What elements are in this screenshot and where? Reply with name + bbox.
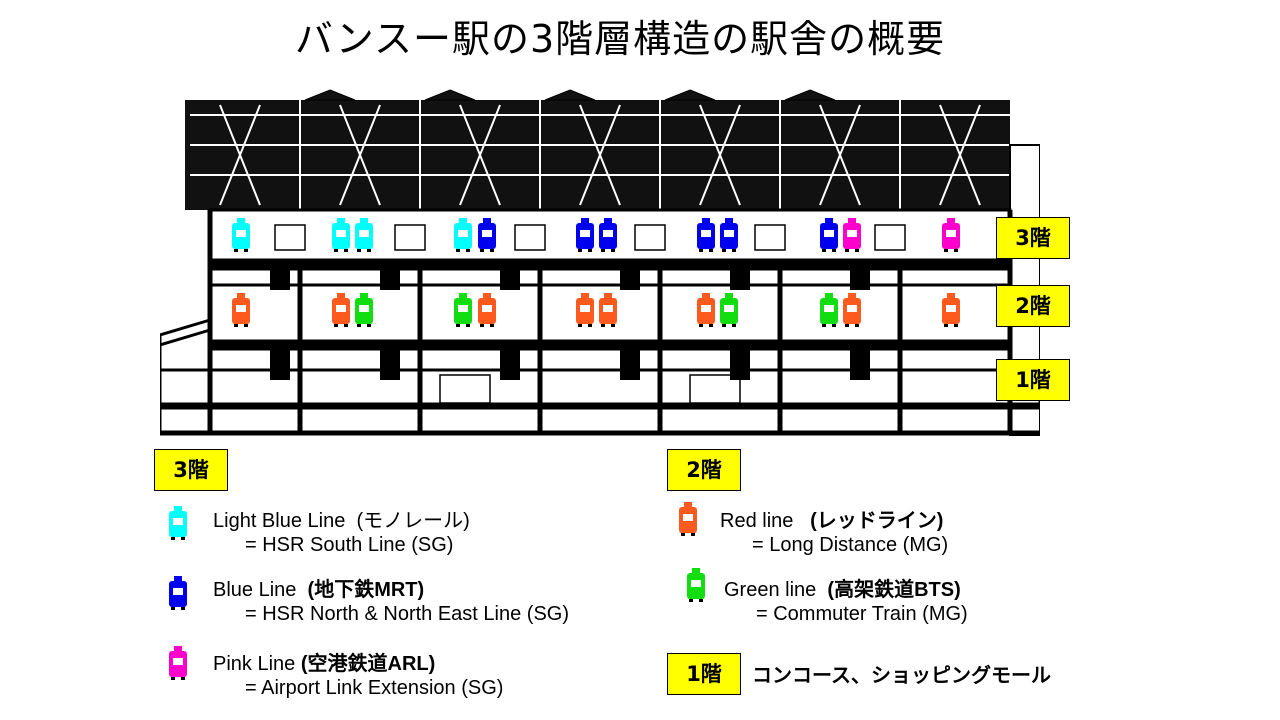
red-train (576, 293, 594, 327)
floor-badge-2: 2階 (996, 285, 1070, 327)
red-train (599, 293, 617, 327)
legend-badge-1: 1階 (667, 653, 741, 695)
legend-badge-2: 2階 (667, 449, 741, 491)
legend-item-light-blue-line: Light Blue Line (モノレール) = HSR South Line… (213, 510, 470, 556)
level1-description: コンコース、ショッピングモール (752, 665, 1051, 687)
red-train (232, 293, 250, 327)
legend-badge-3: 3階 (154, 449, 228, 491)
blue-train (720, 218, 738, 252)
red-train (332, 293, 350, 327)
pink-train (843, 218, 861, 252)
blue-train-icon (169, 576, 187, 610)
station-structure (160, 89, 1040, 436)
red-train-icon (679, 502, 697, 536)
green-train (454, 293, 472, 327)
legend-item-red-line: Red line (レッドライン) = Long Distance (MG) (720, 510, 949, 556)
floor-badge-3: 3階 (996, 217, 1070, 259)
legend-item-green-line: Green line (高架鉄道BTS) = Commuter Train (M… (724, 579, 968, 625)
blue-train (820, 218, 838, 252)
green-train (720, 293, 738, 327)
level3-trains (232, 218, 960, 252)
floor-badge-1: 1階 (996, 359, 1070, 401)
green-train (820, 293, 838, 327)
station-cross-section-diagram (160, 89, 1040, 436)
light-blue-train (232, 218, 250, 252)
blue-train (697, 218, 715, 252)
blue-train (599, 218, 617, 252)
light-blue-train (355, 218, 373, 252)
light-blue-train (454, 218, 472, 252)
pink-train-icon (169, 646, 187, 680)
blue-train (478, 218, 496, 252)
light-blue-train-icon (169, 506, 187, 540)
light-blue-train (332, 218, 350, 252)
red-train (942, 293, 960, 327)
level2-trains (232, 293, 960, 327)
red-train (843, 293, 861, 327)
legend-item-pink-line: Pink Line (空港鉄道ARL) = Airport Link Exten… (213, 653, 504, 699)
red-train (478, 293, 496, 327)
page-title: バンスー駅の3階層構造の駅舎の概要 (294, 17, 946, 61)
green-train (355, 293, 373, 327)
red-train (697, 293, 715, 327)
green-train-icon (687, 568, 705, 602)
legend-item-blue-line: Blue Line (地下鉄MRT) = HSR North & North E… (213, 579, 570, 625)
pink-train (942, 218, 960, 252)
blue-train (576, 218, 594, 252)
